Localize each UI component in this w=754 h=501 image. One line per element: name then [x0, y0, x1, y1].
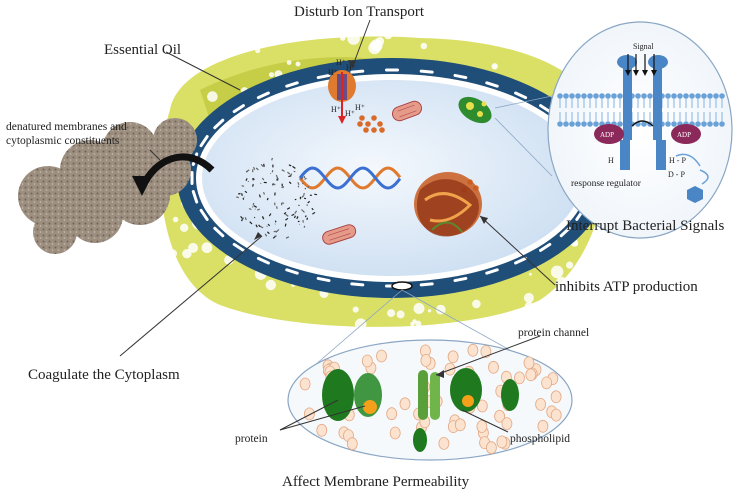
label-protein: protein — [235, 432, 268, 446]
hp-right-label: H - P — [669, 156, 686, 165]
signal-inset — [548, 22, 732, 238]
label-denatured-line2: cytoplasmic constituents — [6, 134, 119, 148]
label-inhibits-atp: inhibits ATP production — [555, 279, 698, 296]
label-disturb-ion-transport: Disturb Ion Transport — [294, 4, 424, 21]
adp-left-label: ADP — [600, 131, 614, 139]
label-phospholipid: phospholipid — [510, 432, 570, 446]
label-protein-channel: protein channel — [518, 326, 589, 340]
label-coagulate-cytoplasm: Coagulate the Cytoplasm — [28, 367, 180, 384]
ion-label-h: H⁺ — [336, 58, 346, 67]
response-regulator-label: response regulator — [571, 179, 642, 189]
adp-right-label: ADP — [677, 131, 691, 139]
ion-label-h: H⁺ — [331, 105, 341, 114]
label-denatured-line1: denatured membranes and — [6, 120, 127, 134]
dp-label: D - P — [668, 170, 685, 179]
label-interrupt-bacterial-signals: Interrupt Bacterial Signals — [566, 218, 724, 235]
h-left-label: H — [608, 156, 614, 165]
membrane-pore — [392, 282, 412, 290]
ion-label-h: H⁺ — [328, 68, 338, 77]
label-affect-membrane-permeability: Affect Membrane Permeability — [282, 474, 469, 491]
ion-label-h: H⁺ — [345, 109, 355, 118]
label-essential-oil: Essential Oil — [104, 42, 181, 59]
cytoplasm — [202, 80, 582, 276]
ion-label-h: H⁺ — [355, 103, 365, 112]
signal-label: Signal — [633, 42, 654, 51]
